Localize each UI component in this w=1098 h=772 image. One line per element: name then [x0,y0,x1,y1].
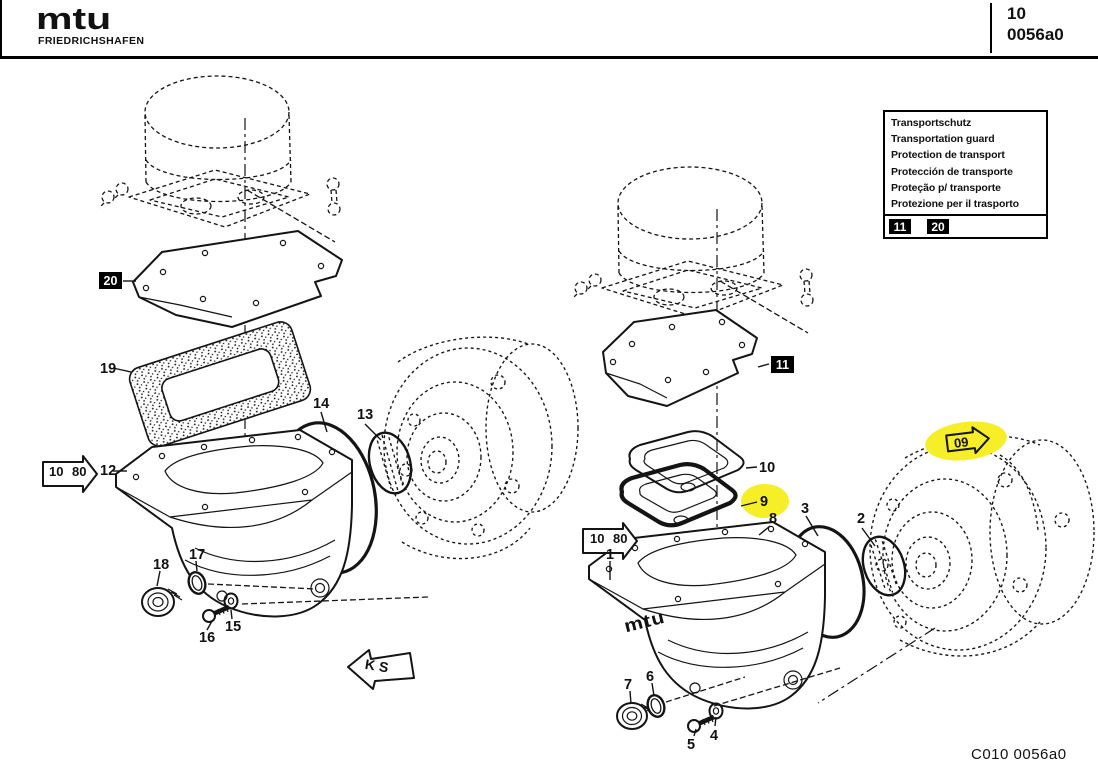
part-label-3: 3 [801,501,810,517]
ring-part-13 [367,431,413,495]
part-label-9: 9 [760,494,769,510]
left-exploded-view [42,75,579,631]
highlight-tab-09[interactable] [923,417,1009,465]
ref-tab-right-page[interactable]: 10 [590,531,605,546]
ks-arrow [347,649,415,690]
seal-ring-part-6 [646,694,666,718]
header-rule [0,56,1098,59]
legend-line-pt: Proteção p/ transporte [891,181,1001,194]
legend-line-de: Transportschutz [891,117,972,129]
legend-line-en: Transportation guard [891,133,995,146]
legend-line-fr: Protection de transport [891,149,1005,162]
part-label-10: 10 [759,460,776,476]
legend-line-es: Protección de transporte [891,165,1013,178]
mtu-logo-subtext: FRIEDRICHSHAFEN [38,35,145,47]
part-label-7: 7 [624,677,633,693]
part-label-14: 14 [313,396,330,412]
part-label-17: 17 [189,547,206,563]
page-number: 10 [1007,4,1026,23]
bolt-part-5 [687,714,715,733]
legend-box: Transportschutz Transportation guard Pro… [883,110,1048,240]
part-label-19: 19 [100,361,117,377]
transport-guard-phantom-left [98,75,341,243]
part-label-13: 13 [357,407,374,423]
ref-tab-left-page[interactable]: 10 [49,464,64,479]
highlight-part-9 [741,484,789,518]
frame-part-10 [628,430,745,494]
part-label-15: 15 [225,619,242,635]
part-label-18: 18 [153,557,170,573]
legend-line-it: Protezione per il trasporto [891,198,1019,211]
cover-plate-part-11 [602,309,758,407]
legend-badge-11: 11 [889,219,911,235]
part-label-12: 12 [100,463,117,479]
leader-lines-left [112,280,382,631]
header-divider [990,3,992,53]
legend-badge-20: 20 [927,219,949,235]
highlight-tab-09-label[interactable]: 09 [953,434,970,451]
right-exploded-view [571,166,1095,737]
ref-tab-right-fig[interactable]: 80 [613,531,628,546]
cover-plate-part-20 [132,230,343,328]
doc-code: 0056a0 [1007,25,1064,44]
seal-ring-part-17 [187,571,207,595]
part-label-5: 5 [687,737,696,753]
bolt-part-16 [202,604,230,623]
part-label-1: 1 [606,547,615,563]
leader-lines-right [609,363,876,737]
converter-phantom-right [817,434,1095,704]
gasket-part-19 [128,321,312,447]
part-label-8: 8 [769,511,778,527]
page-edge-line [0,0,2,57]
washer-part-15 [223,592,239,610]
part-label-2: 2 [857,511,866,527]
part-badge-20: 20 [99,272,122,289]
part-label-6: 6 [646,669,655,685]
part-label-4: 4 [710,728,719,744]
part-label-16: 16 [199,630,216,646]
drawing-code: C010 0056a0 [971,746,1067,763]
ref-tab-left-fig[interactable]: 80 [72,464,87,479]
mtu-logo: mtu [36,2,112,36]
seal-part-9 [619,462,738,528]
part-badge-11: 11 [771,356,794,373]
transport-guard-phantom-right [571,166,814,334]
converter-phantom-left [383,336,579,560]
plug-part-18 [141,587,183,617]
